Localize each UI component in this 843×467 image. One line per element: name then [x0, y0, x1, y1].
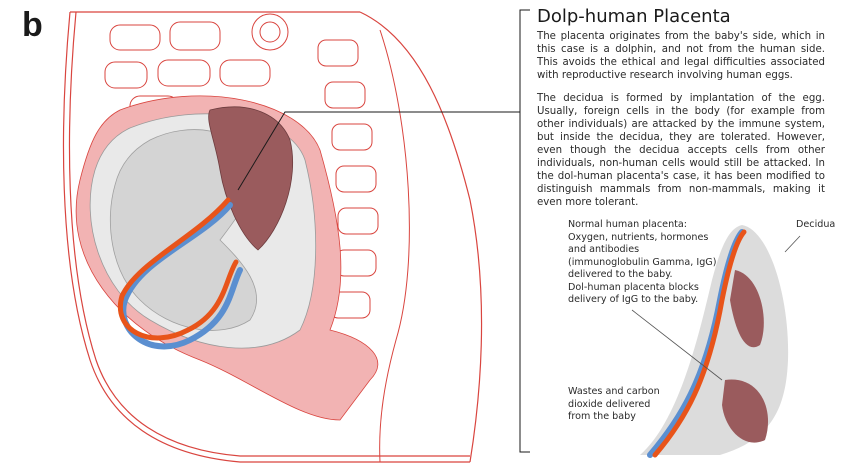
paragraph-origin: The placenta originates from the baby's …	[537, 30, 825, 82]
callout-bracket	[520, 10, 530, 452]
label-decidua: Decidua	[796, 219, 835, 232]
section-title: Dolp-human Placenta	[537, 6, 731, 27]
decidua-leader	[785, 236, 800, 252]
label-normal-placenta: Normal human placenta: Oxygen, nutrients…	[568, 219, 738, 307]
paragraph-decidua: The decidua is formed by implantation of…	[537, 92, 825, 209]
panel-label: b	[22, 6, 43, 45]
label-wastes: Wastes and carbon dioxide delivered from…	[568, 386, 688, 424]
